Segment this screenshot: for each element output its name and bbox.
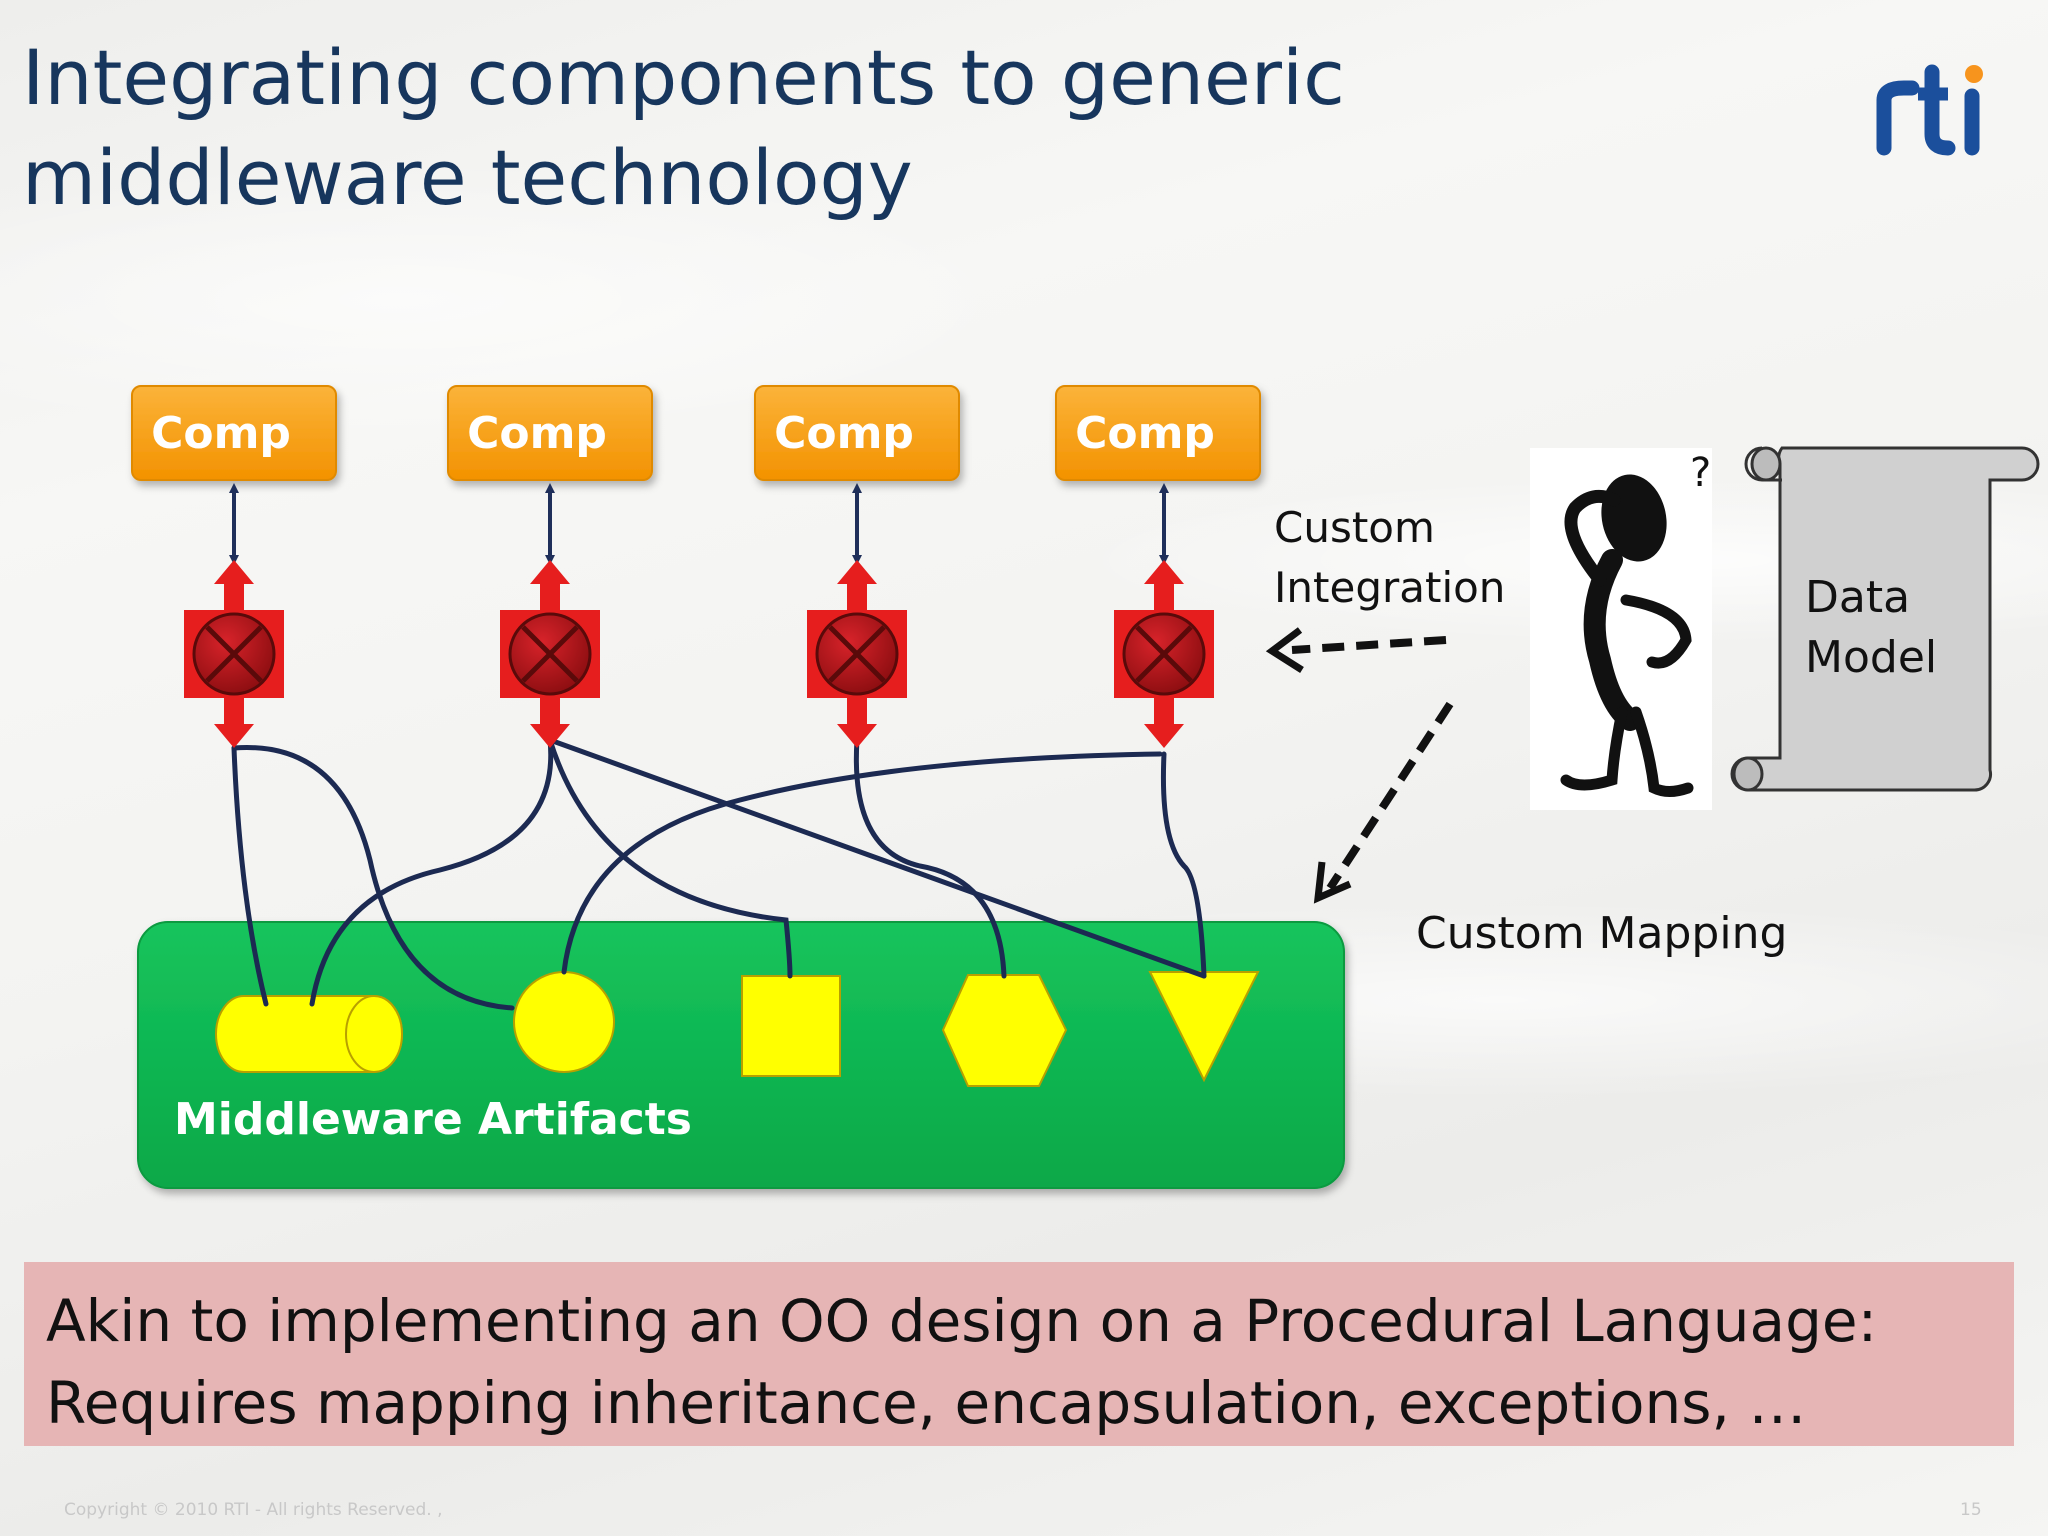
component-3-label: Comp bbox=[774, 408, 914, 459]
component-2: Comp bbox=[447, 385, 653, 481]
artifact-square bbox=[741, 975, 841, 1077]
callout-line-2: Requires mapping inheritance, encapsulat… bbox=[46, 1369, 1807, 1437]
component-2-label: Comp bbox=[467, 408, 607, 459]
custom-mapping-arrow bbox=[1313, 701, 1454, 904]
custom-integration-line-1: Custom bbox=[1274, 503, 1435, 552]
component-1: Comp bbox=[131, 385, 337, 481]
component-4-label: Comp bbox=[1075, 408, 1215, 459]
connector-2 bbox=[500, 560, 600, 748]
callout-box: Akin to implementing an OO design on a P… bbox=[24, 1262, 2014, 1446]
component-1-label: Comp bbox=[151, 408, 291, 459]
data-model-line-1: Data bbox=[1805, 572, 1910, 623]
middleware-label: Middleware Artifacts bbox=[174, 1094, 692, 1145]
footer-page-number: 15 bbox=[1960, 1500, 1982, 1520]
custom-integration-arrow bbox=[1265, 627, 1447, 673]
title-line-1: Integrating components to generic bbox=[22, 33, 1345, 122]
mapping-wires bbox=[231, 737, 1207, 1011]
slide-title: Integrating components to generic middle… bbox=[22, 28, 1522, 228]
component-3: Comp bbox=[754, 385, 960, 481]
question-mark: ? bbox=[1690, 450, 1711, 496]
footer-copyright: Copyright © 2010 RTI - All rights Reserv… bbox=[64, 1500, 443, 1520]
custom-integration-line-2: Integration bbox=[1274, 563, 1505, 612]
data-model-scroll: Data Model bbox=[1730, 446, 2040, 792]
artifact-hexagon bbox=[941, 974, 1068, 1087]
custom-mapping-label: Custom Mapping bbox=[1416, 908, 1787, 959]
connector-4 bbox=[1114, 560, 1214, 748]
connector-1 bbox=[184, 560, 284, 748]
artifact-cylinder bbox=[215, 995, 403, 1073]
data-model-line-2: Model bbox=[1805, 632, 1937, 683]
rti-logo: rti bbox=[1876, 64, 1983, 156]
connector-3 bbox=[807, 560, 907, 748]
callout-line-1: Akin to implementing an OO design on a P… bbox=[46, 1287, 1878, 1355]
artifact-circle bbox=[513, 971, 615, 1073]
component-4: Comp bbox=[1055, 385, 1261, 481]
thinking-person-icon: ? bbox=[1530, 448, 1712, 810]
title-line-2: middleware technology bbox=[22, 133, 913, 222]
